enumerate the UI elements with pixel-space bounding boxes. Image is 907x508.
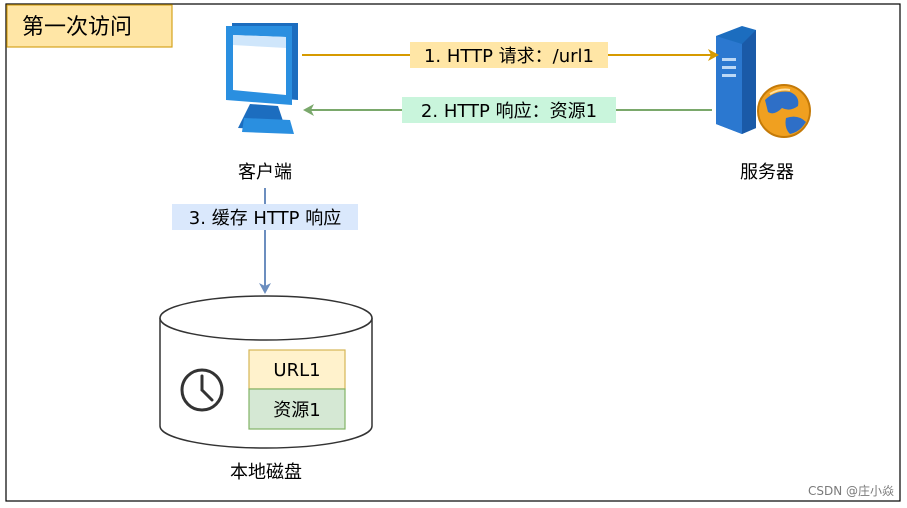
monitor-icon [226, 23, 298, 134]
edge-cache-label: 3. 缓存 HTTP 响应 [189, 208, 341, 229]
cache-key-text: URL1 [273, 360, 320, 381]
credit-watermark: CSDN @庄小焱 [808, 483, 894, 498]
server-label: 服务器 [740, 162, 794, 183]
edge-response-label: 2. HTTP 响应：资源1 [421, 101, 597, 122]
diagram-title: 第一次访问 [22, 15, 132, 40]
edge-request-label: 1. HTTP 请求：/url1 [424, 46, 594, 67]
cache-table: URL1 资源1 [248, 349, 346, 430]
cache-key-cell [248, 349, 346, 390]
cache-value-cell [248, 388, 346, 430]
edge-response: 2. HTTP 响应：资源1 [303, 97, 712, 123]
disk-label: 本地磁盘 [230, 462, 302, 483]
edge-request: 1. HTTP 请求：/url1 [302, 42, 719, 68]
server-globe-icon [716, 26, 811, 138]
clock-icon [180, 368, 224, 412]
edge-cache-label-bg [172, 204, 358, 230]
diagram-frame [5, 3, 901, 502]
edge-cache: 3. 缓存 HTTP 响应 [172, 188, 358, 294]
title-box: 第一次访问 [6, 4, 173, 48]
edge-response-label-bg [402, 97, 616, 123]
client-label: 客户端 [238, 162, 292, 183]
edge-request-label-bg [410, 42, 608, 68]
cache-value-text: 资源1 [273, 400, 320, 421]
